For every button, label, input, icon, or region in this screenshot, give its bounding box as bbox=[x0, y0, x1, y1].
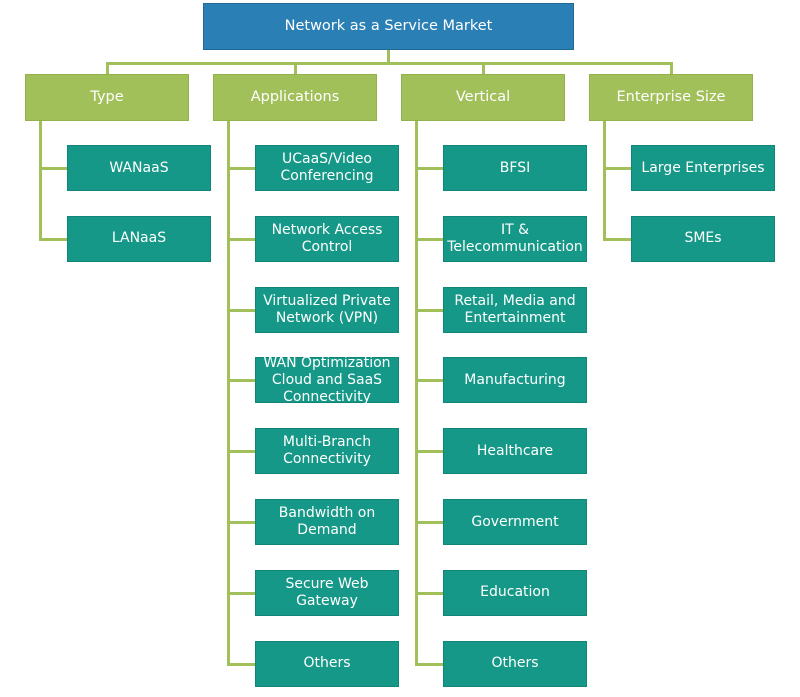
branch-connector bbox=[415, 167, 443, 170]
trunk-connector bbox=[415, 121, 418, 665]
category-drop-connector bbox=[670, 62, 673, 74]
branch-connector bbox=[227, 237, 255, 241]
branch-connector bbox=[227, 662, 255, 666]
branch-connector bbox=[415, 450, 443, 454]
category-drop-connector bbox=[294, 62, 297, 74]
leaf-manufacturing: Manufacturing bbox=[443, 357, 587, 404]
branch-connector bbox=[415, 237, 443, 241]
trunk-connector bbox=[227, 121, 230, 665]
leaf-others: Others bbox=[255, 640, 399, 687]
branch-connector bbox=[227, 521, 255, 524]
branch-connector bbox=[415, 662, 443, 666]
branch-connector bbox=[227, 308, 255, 312]
leaf-others: Others bbox=[443, 640, 587, 687]
leaf-retail-media-and-entertainment: Retail, Media and Entertainment bbox=[443, 286, 587, 333]
category-drop-connector bbox=[106, 62, 109, 74]
trunk-connector bbox=[603, 121, 606, 240]
branch-connector bbox=[227, 591, 255, 595]
leaf-bandwidth-on-demand: Bandwidth on Demand bbox=[255, 499, 399, 545]
leaf-lanaas: LANaaS bbox=[67, 215, 211, 262]
root-stem-connector bbox=[387, 50, 390, 62]
leaf-it-telecommunication: IT & Telecommunication bbox=[443, 215, 587, 262]
leaf-large-enterprises: Large Enterprises bbox=[631, 145, 775, 191]
category-bus-connector bbox=[106, 62, 673, 65]
trunk-connector bbox=[39, 121, 42, 240]
branch-connector bbox=[603, 237, 631, 241]
leaf-wan-optimization-cloud-and-saas-connectivity: WAN Optimization Cloud and SaaS Connecti… bbox=[255, 355, 399, 405]
root-node: Network as a Service Market bbox=[203, 3, 574, 50]
branch-connector bbox=[39, 167, 67, 170]
branch-connector bbox=[227, 379, 255, 383]
leaf-multi-branch-connectivity: Multi-Branch Connectivity bbox=[255, 428, 399, 475]
branch-connector bbox=[415, 379, 443, 383]
category-applications: Applications bbox=[213, 74, 377, 121]
leaf-smes: SMEs bbox=[631, 215, 775, 262]
branch-connector bbox=[39, 237, 67, 241]
branch-connector bbox=[603, 167, 631, 170]
branch-connector bbox=[415, 591, 443, 595]
leaf-ucaas-video-conferencing: UCaaS/Video Conferencing bbox=[255, 145, 399, 191]
leaf-government: Government bbox=[443, 499, 587, 545]
leaf-virtualized-private-network-vpn: Virtualized Private Network (VPN) bbox=[255, 286, 399, 333]
category-type: Type bbox=[25, 74, 189, 121]
category-vertical: Vertical bbox=[401, 74, 565, 121]
leaf-healthcare: Healthcare bbox=[443, 428, 587, 475]
leaf-bfsi: BFSI bbox=[443, 145, 587, 191]
branch-connector bbox=[415, 308, 443, 312]
branch-connector bbox=[415, 521, 443, 524]
leaf-secure-web-gateway: Secure Web Gateway bbox=[255, 569, 399, 616]
branch-connector bbox=[227, 450, 255, 454]
leaf-wanaas: WANaaS bbox=[67, 145, 211, 191]
category-drop-connector bbox=[482, 62, 485, 74]
leaf-network-access-control: Network Access Control bbox=[255, 215, 399, 262]
branch-connector bbox=[227, 167, 255, 170]
category-enterprise-size: Enterprise Size bbox=[589, 74, 753, 121]
leaf-education: Education bbox=[443, 569, 587, 616]
